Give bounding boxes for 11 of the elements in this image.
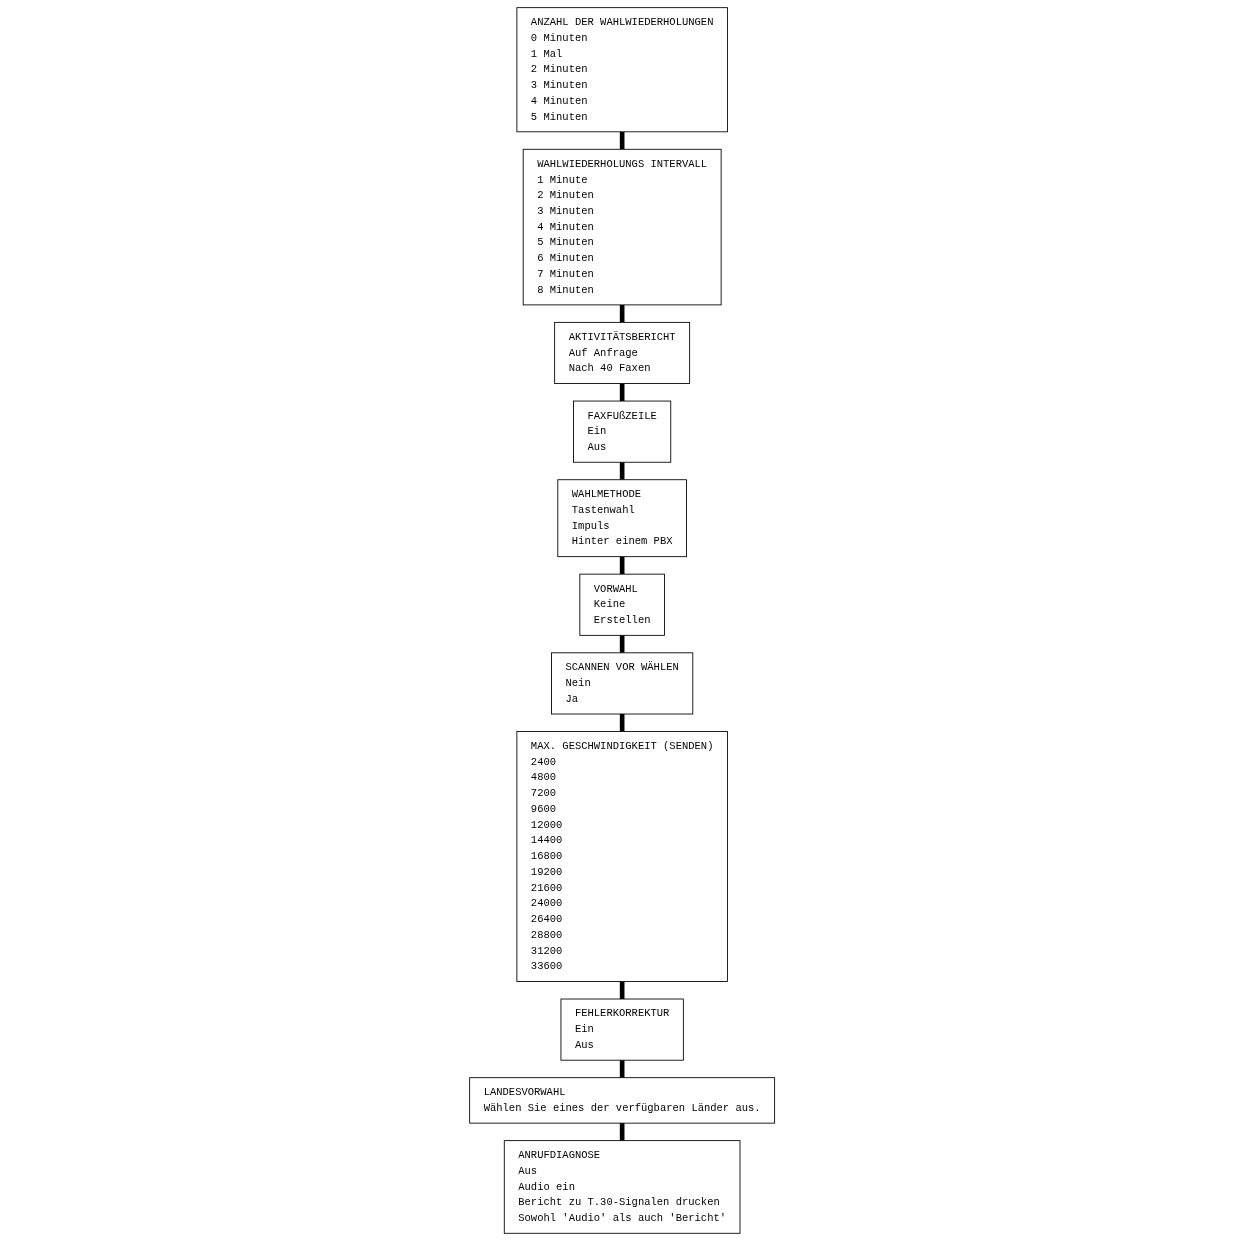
node-box: WAHLMETHODE Tastenwahl Impuls Hinter einem PBX [557, 478, 688, 557]
node-box: AKTIVITÄTSBERICHT Auf Anfrage Nach 40 Faxen [554, 321, 691, 384]
node-box: ANRUFDIAGNOSE Aus Audio ein Bericht zu T.30-Signalen drucken Sowohl 'Audio' als auch 'Bericht' [504, 1139, 741, 1234]
node-box: MAX. GESCHWINDIGKEIT (SENDEN) 2400 4800 7200 9600 12000 14400 16800 19200 21600 24000 26400 28800 31200 33600 [516, 730, 729, 982]
node-box: ANZAHL DER WAHLWIEDERHOLUNGEN 0 Minuten 1 Mal 2 Minuten 3 Minuten 4 Minuten 5 Minuten [516, 6, 729, 132]
node-box: WAHLWIEDERHOLUNGS INTERVALL 1 Minute 2 Minuten 3 Minuten 4 Minuten 5 Minuten 6 Minuten 7 Minuten 8 Minuten [523, 148, 722, 305]
node-box: SCANNEN VOR WÄHLEN Nein Ja [551, 651, 694, 714]
node-box: FAXFUßZEILE Ein Aus [573, 400, 672, 463]
node-box: VORWAHL Keine Erstellen [579, 573, 666, 636]
node-box: FEHLERKORREKTUR Ein Aus [560, 998, 685, 1061]
node-box: LANDESVORWAHL Wählen Sie eines der verfügbaren Länder aus. [469, 1076, 776, 1124]
